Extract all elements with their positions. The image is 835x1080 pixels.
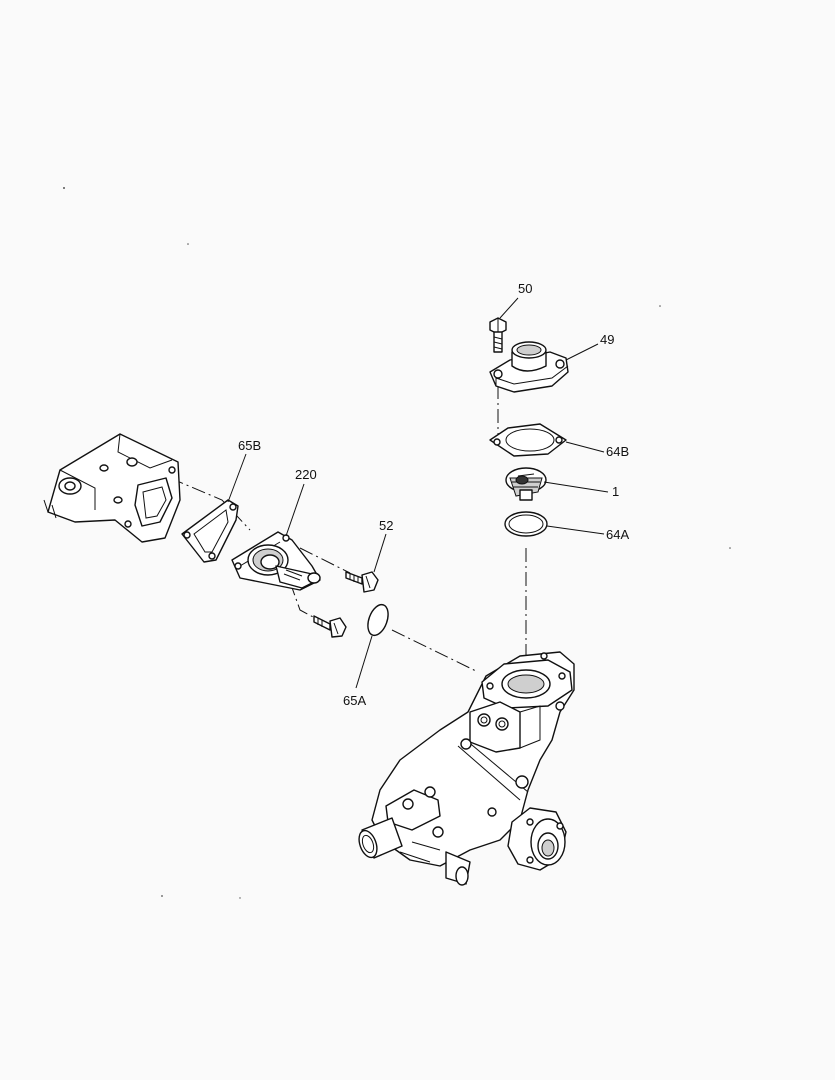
o-ring-65a: [367, 603, 389, 637]
callout-1: 1: [612, 484, 619, 499]
callout-65a: 65A: [343, 693, 366, 708]
bolt-50: [489, 317, 507, 353]
callout-64a: 64A: [606, 527, 629, 542]
thermostat-cover-49: [489, 341, 569, 393]
gasket-64b: [489, 423, 567, 457]
thermostat-1: [505, 467, 547, 501]
callout-49: 49: [600, 332, 614, 347]
callout-65b: 65B: [238, 438, 261, 453]
callout-64b: 64B: [606, 444, 629, 459]
water-pump-housing: [358, 651, 575, 886]
bolt-52: [345, 571, 379, 593]
leader-lines: [227, 297, 609, 689]
callout-50: 50: [518, 281, 532, 296]
bolt-lower: [313, 615, 347, 638]
engine-block-fragment: [43, 433, 181, 543]
scan-specks: [63, 187, 731, 899]
gasket-65b: [181, 499, 239, 563]
callout-labels: 50 49 64B 1 64A 65B 220 52 65A: [238, 281, 629, 708]
o-ring-64a: [504, 511, 548, 537]
water-outlet-pipe-220: [231, 531, 321, 591]
assembly-centerlines: [169, 385, 527, 673]
callout-52: 52: [379, 518, 393, 533]
callout-220: 220: [295, 467, 317, 482]
